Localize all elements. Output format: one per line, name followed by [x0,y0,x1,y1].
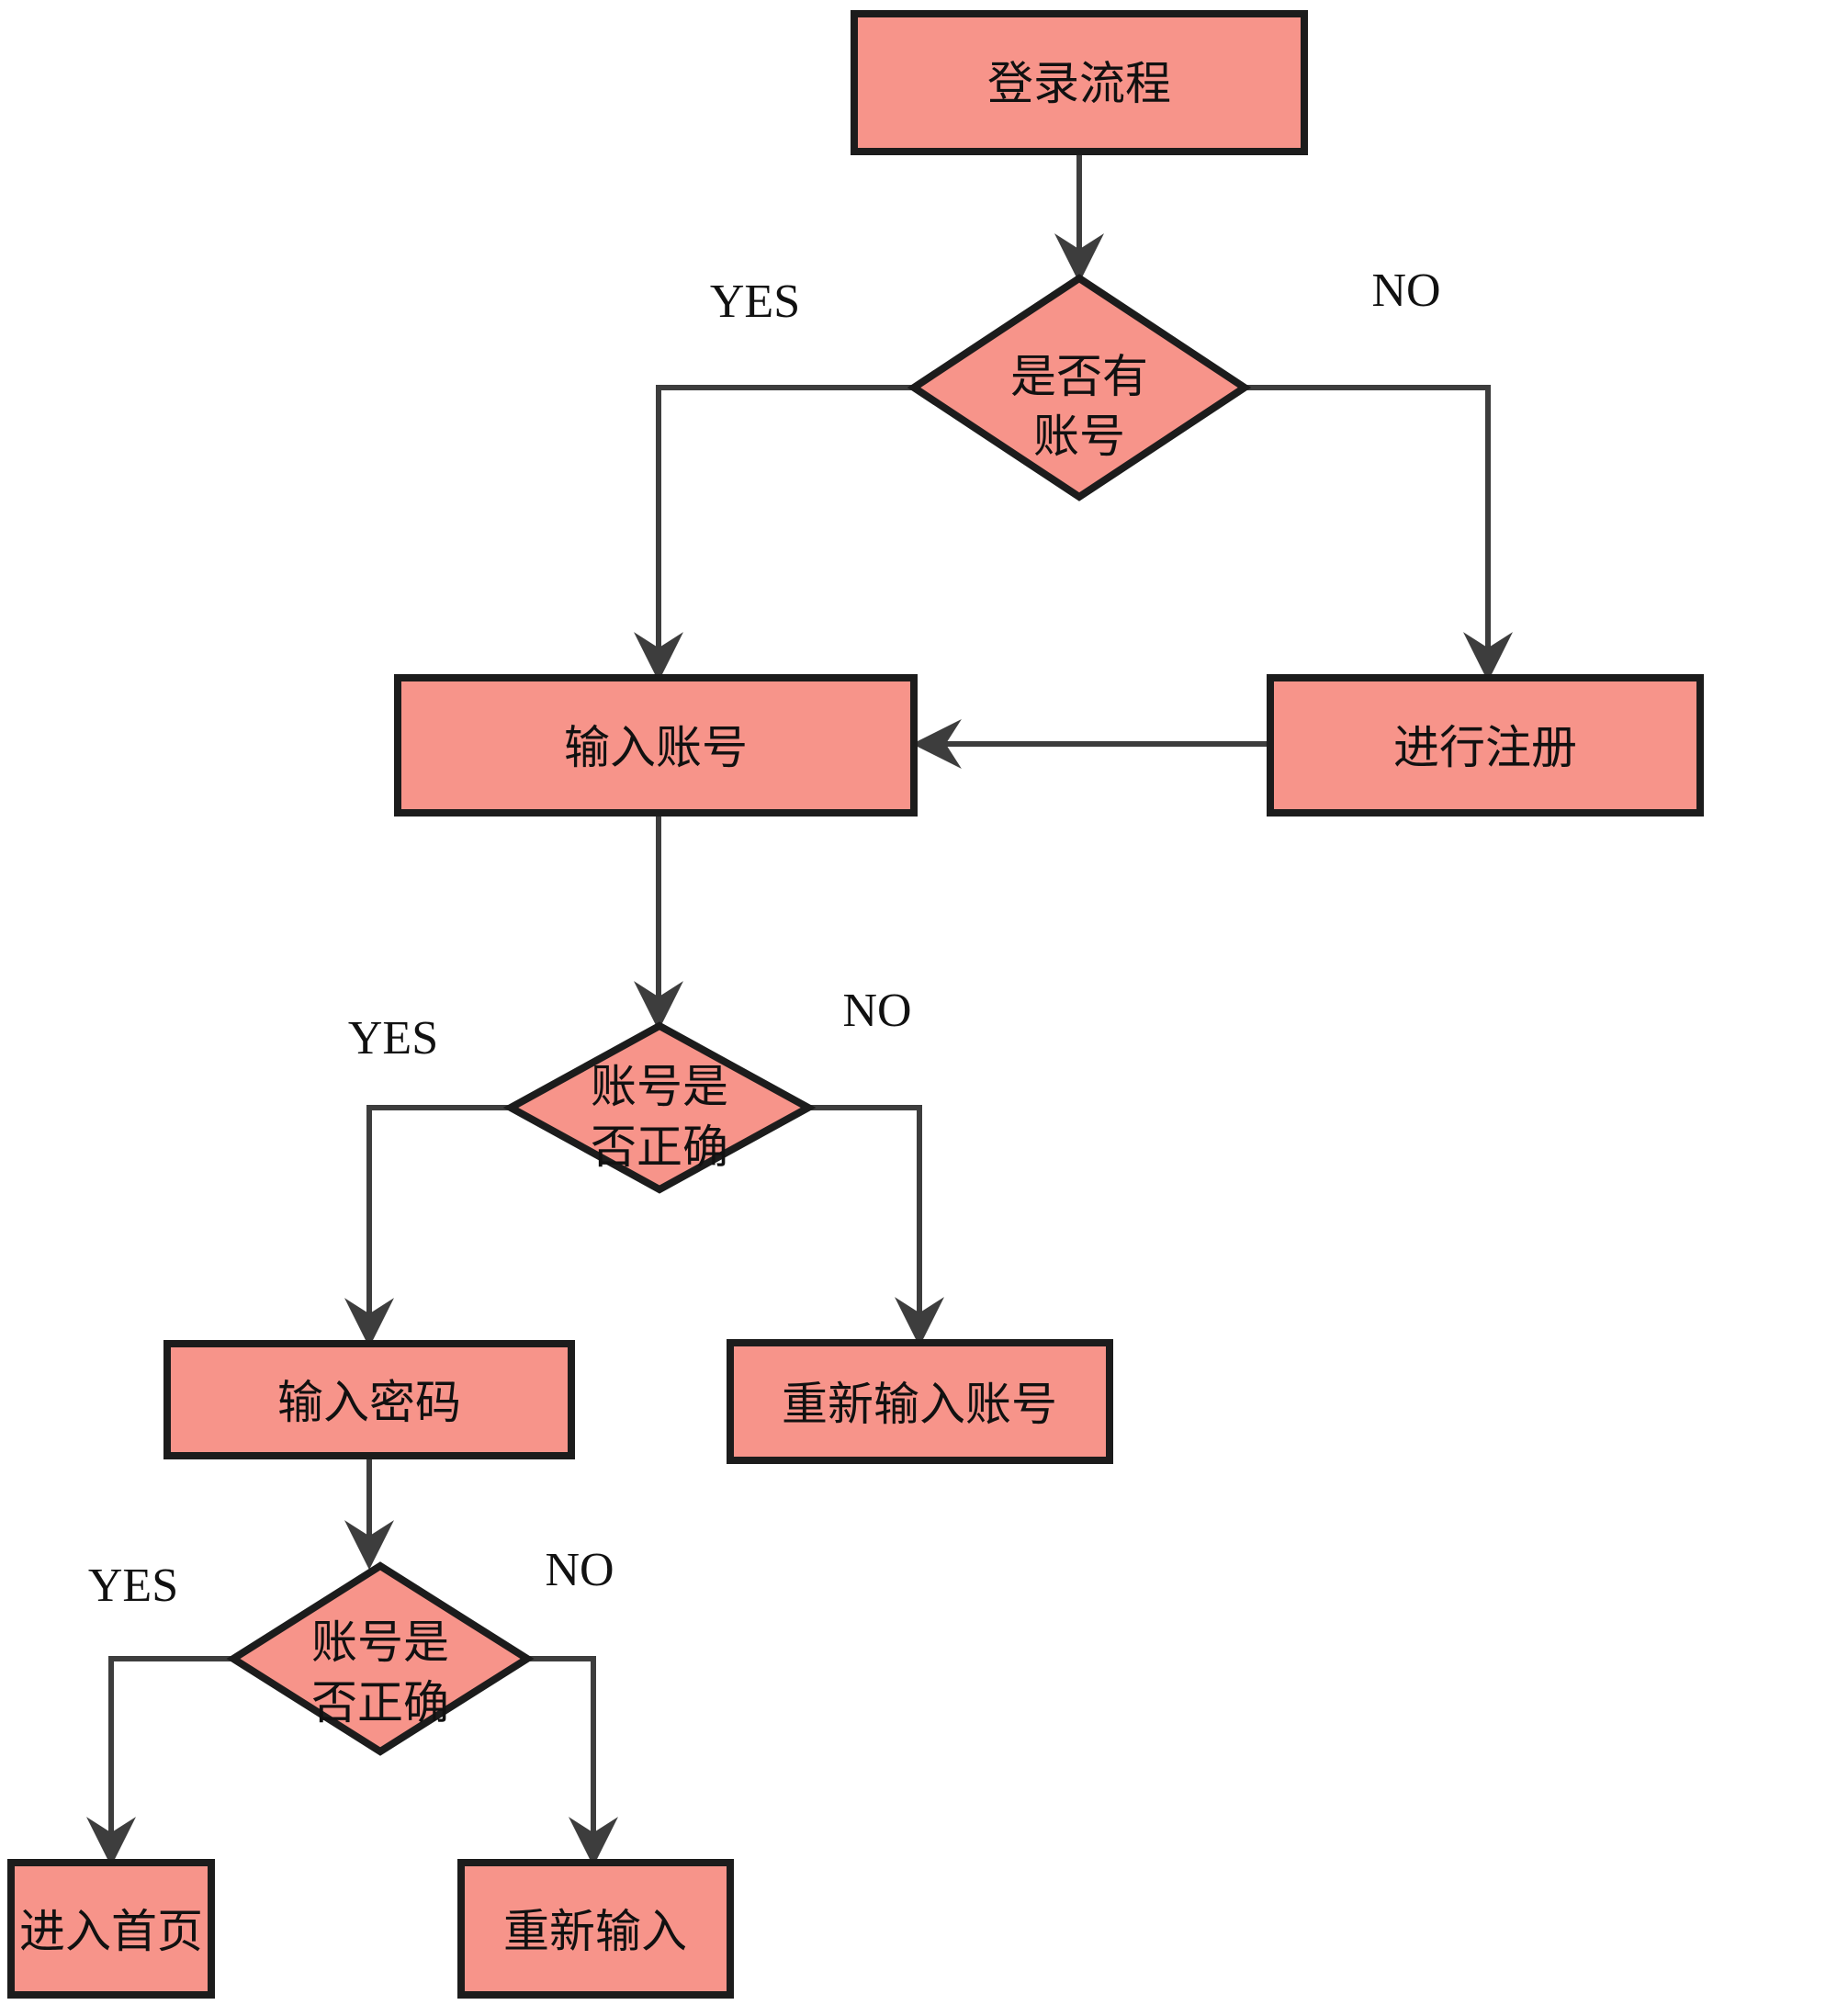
edge-account-correct-yes [344,1105,511,1348]
node-reenter-account: 重新输入账号 [727,1339,1113,1464]
register-box [1267,674,1704,817]
enter-account-box [394,674,918,817]
account-correct-line1: 账号是 [591,1061,728,1112]
node-reenter: 重新输入 [457,1859,734,1999]
reenter-box [457,1859,734,1999]
label-account-correct-yes: YES [348,1012,438,1064]
node-password-correct-decision: 账号是 否正确 [226,1561,535,1756]
enter-password-label: 输入密码 [277,1377,461,1428]
node-enter-password: 输入密码 [163,1340,575,1459]
label-account-correct-no: NO [842,985,911,1037]
label-password-correct-no: NO [545,1544,614,1596]
start-node-box [851,10,1308,155]
has-account-line1: 是否有 [1010,351,1148,402]
password-correct-line1: 账号是 [311,1616,449,1668]
edges [86,152,1513,1867]
node-register: 进行注册 [1267,674,1704,817]
reenter-label: 重新输入 [503,1906,687,1957]
edge-has-account-no [1245,385,1513,682]
start-node-label: 登录流程 [987,58,1171,109]
enter-account-label: 输入账号 [564,722,748,773]
edge-password-correct-no [527,1656,618,1867]
edge-labels: YES NO YES NO YES NO [88,265,1441,1612]
register-label: 进行注册 [1393,722,1577,773]
label-password-correct-yes: YES [88,1560,178,1612]
account-correct-diamond [502,1021,817,1194]
go-home-label: 进入首页 [19,1906,203,1957]
enter-password-box [163,1340,575,1459]
has-account-line2: 账号 [1033,411,1125,462]
node-go-home: 进入首页 [7,1859,215,1999]
edge-account-correct-no [808,1105,944,1347]
node-enter-account: 输入账号 [394,674,918,817]
password-correct-diamond [226,1561,535,1756]
reenter-account-box [727,1339,1113,1464]
password-correct-line2: 否正确 [311,1677,449,1729]
reenter-account-label: 重新输入账号 [782,1379,1057,1430]
edge-has-account-yes [634,385,914,682]
label-has-account-yes: YES [710,276,800,328]
has-account-diamond [907,274,1252,501]
go-home-box [7,1859,215,1999]
node-has-account-decision: 是否有 账号 [907,274,1252,501]
edge-password-correct-yes [86,1656,233,1867]
node-start: 登录流程 [851,10,1308,155]
node-account-correct-decision: 账号是 否正确 [502,1021,817,1194]
account-correct-line2: 否正确 [591,1121,728,1173]
label-has-account-no: NO [1371,265,1440,317]
